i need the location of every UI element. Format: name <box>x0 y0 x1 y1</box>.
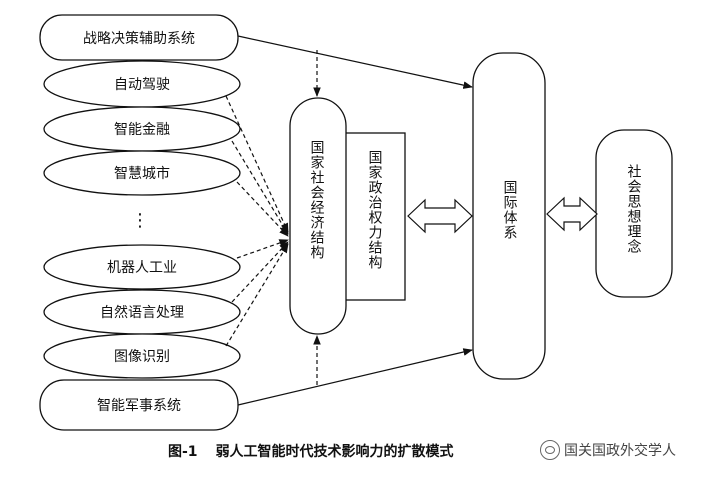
political-structure-box <box>344 132 406 301</box>
military-system-label: 智能军事系统 <box>97 398 181 414</box>
dashed-arrow-nlp <box>231 241 289 303</box>
watermark-text: 国关国政外交学人 <box>564 443 676 459</box>
dashed-arrow-robot-industry <box>236 239 289 259</box>
figure-number: 图-1 <box>168 444 198 460</box>
ellipsis-mark: ⋮ <box>131 209 149 231</box>
dashed-arrow-autonomous-driving <box>225 95 289 233</box>
dashed-arrow-image-recognition <box>225 243 289 347</box>
robot-industry-label: 机器人工业 <box>107 260 177 276</box>
ellipse-image-recognition <box>43 333 241 379</box>
double-arrow-international-social <box>546 196 598 232</box>
watermark: 国关国政外交学人 <box>540 440 676 460</box>
arrow-military-to-international <box>237 348 473 406</box>
ellipse-smart-city <box>43 150 241 196</box>
figure-caption: 图-1 弱人工智能时代技术影响力的扩散模式 <box>168 441 454 461</box>
autonomous-driving-label: 自动驾驶 <box>114 77 170 93</box>
strategic-decision-box <box>39 14 239 61</box>
social-thought-label: 社会思想理念 <box>625 164 642 254</box>
wechat-icon <box>540 440 560 460</box>
double-arrow-political-international <box>407 198 473 234</box>
figure-title: 弱人工智能时代技术影响力的扩散模式 <box>215 444 454 460</box>
smart-finance-label: 智能金融 <box>114 122 170 138</box>
international-system-pill <box>472 52 546 380</box>
smart-city-label: 智慧城市 <box>114 166 170 182</box>
economic-structure-label: 国家社会经济结构 <box>308 140 325 260</box>
dashed-arrow-smart-finance <box>231 140 289 235</box>
ellipse-robot-industry <box>43 244 241 290</box>
arrow-strategic-to-international <box>237 35 473 89</box>
nlp-label: 自然语言处理 <box>100 305 184 321</box>
economic-structure-pill <box>289 97 347 335</box>
dashed-arrow-smart-city <box>236 181 289 237</box>
image-recognition-label: 图像识别 <box>114 349 170 365</box>
political-structure-label: 国家政治权力结构 <box>366 150 383 270</box>
strategic-decision-label: 战略决策辅助系统 <box>83 30 195 47</box>
international-system-label: 国际体系 <box>501 180 518 240</box>
